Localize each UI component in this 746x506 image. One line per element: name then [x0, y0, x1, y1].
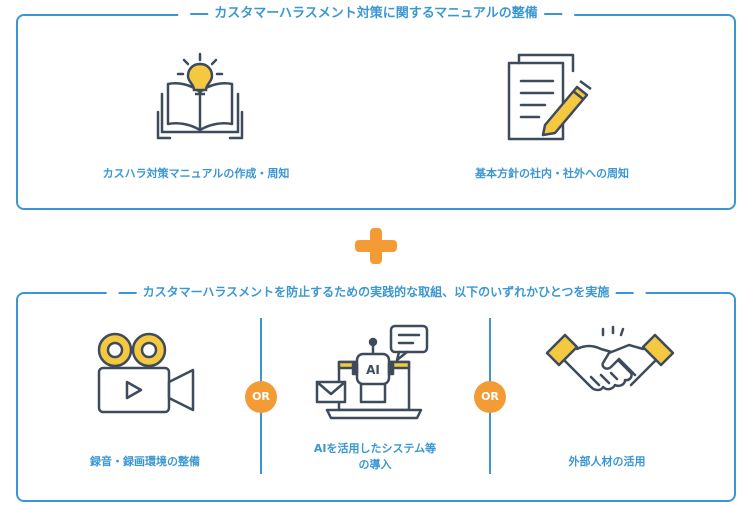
manual-section-title: カスタマーハラスメント対策に関するマニュアルの整備 [178, 5, 574, 23]
recording-item-label: 録音・録画環境の整備 [90, 455, 200, 468]
ai-item-label-line1: AIを活用したシステム等 [313, 442, 437, 455]
manual-item-label: カスハラ対策マニュアルの作成・周知 [102, 167, 290, 180]
document-pen-icon [507, 53, 592, 141]
video-camera-icon [97, 332, 195, 414]
ai-robot-icon: AI [315, 324, 429, 420]
handshake-icon [545, 325, 675, 392]
book-lightbulb-icon [156, 52, 244, 140]
plus-icon [355, 228, 397, 264]
external-staff-item-label: 外部人材の活用 [568, 455, 646, 468]
practice-section-title: カスタマーハラスメントを防止するための実践的な取組、以下のいずれかひとつを実施 [106, 283, 646, 301]
ai-item-label-line2: の導入 [358, 458, 392, 471]
or-badge: OR [474, 381, 506, 413]
policy-item-label: 基本方針の社内・社外への周知 [475, 167, 629, 180]
ai-label-icon-text: AI [366, 363, 380, 377]
or-badge: OR [245, 381, 277, 413]
